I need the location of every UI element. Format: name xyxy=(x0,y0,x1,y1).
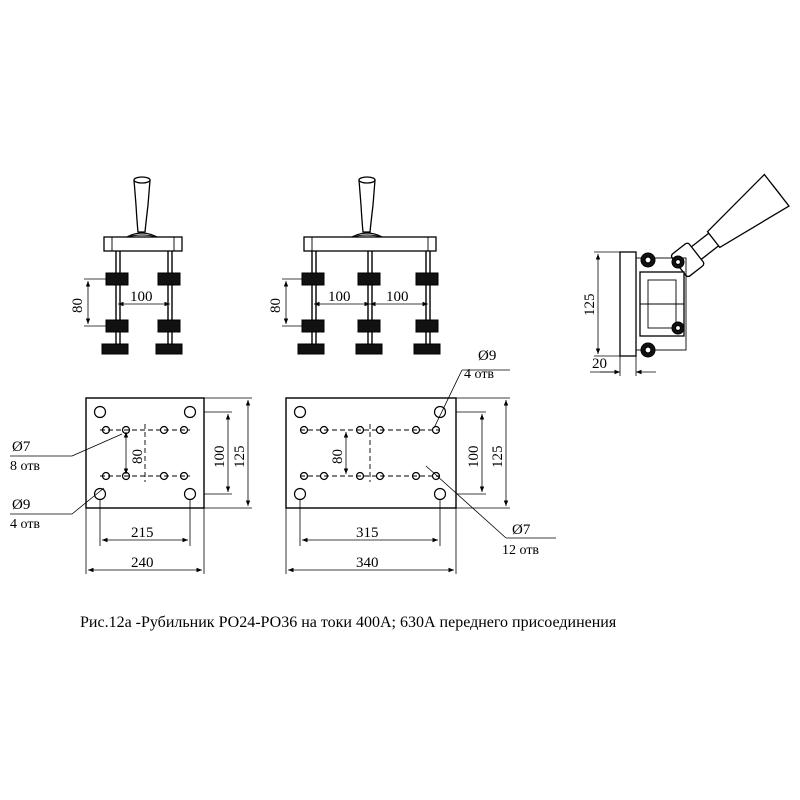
switch-side-view xyxy=(590,173,790,376)
dim-125-plate-right: 125 xyxy=(490,446,506,469)
dim-80-plate-right: 80 xyxy=(330,449,346,464)
callout-left-d9: Ø9 xyxy=(12,497,30,513)
dim-100-plate-right: 100 xyxy=(466,446,482,469)
dim-315: 315 xyxy=(356,525,379,541)
switch-2pole-front-view xyxy=(84,176,183,355)
figure-caption: Рис.12а -Рубильник РО24-РО36 на токи 400… xyxy=(80,614,617,631)
dim-100-plate-left: 100 xyxy=(212,446,228,469)
mounting-plate-340 xyxy=(285,369,556,574)
switch-3pole-front-view xyxy=(282,176,441,355)
dim-80-mid-switch: 80 xyxy=(268,298,284,313)
callout-right-d7: Ø7 xyxy=(512,522,531,538)
mounting-plate-240 xyxy=(10,397,252,574)
dim-20-side: 20 xyxy=(592,356,607,372)
callout-left-d9-count: 4 отв xyxy=(10,517,40,532)
dim-80-plate-left: 80 xyxy=(130,449,146,464)
dim-125-plate-left: 125 xyxy=(232,446,248,469)
dim-340: 340 xyxy=(356,555,379,571)
dim-125-side: 125 xyxy=(582,294,598,317)
callout-left-d7: Ø7 xyxy=(12,439,31,455)
dim-240: 240 xyxy=(131,555,154,571)
dim-100-mid-switch-b: 100 xyxy=(386,289,409,305)
callout-right-d9: Ø9 xyxy=(478,348,496,364)
callout-right-d7-count: 12 отв xyxy=(502,543,539,558)
dim-100-mid-switch-a: 100 xyxy=(328,289,351,305)
callout-left-d7-count: 8 отв xyxy=(10,459,40,474)
callout-right-d9-count: 4 отв xyxy=(464,367,494,382)
dim-80-left-switch: 80 xyxy=(70,298,86,313)
dim-100-left-switch: 100 xyxy=(130,289,153,305)
dim-215: 215 xyxy=(131,525,154,541)
